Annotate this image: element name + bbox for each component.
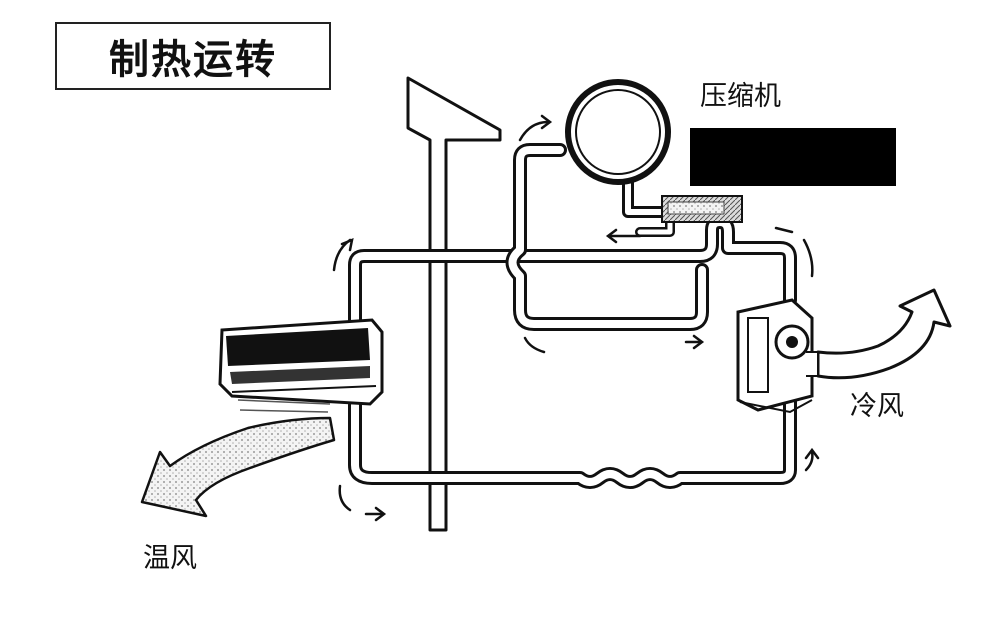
diagram-title: 制热运转 [109,37,277,83]
cold-air-label: 冷风 [850,391,904,422]
wall [406,76,502,532]
flow-arrow [804,447,820,460]
compressor [565,79,671,185]
refrigerant-piping [348,143,797,489]
four-way-valve [661,195,743,223]
flow-arrow [605,228,618,244]
outdoor-unit [736,298,814,414]
redaction-bar [690,128,896,186]
warm-air-label: 温风 [143,543,197,574]
flow-arrow [692,334,705,350]
flow-arrow [804,450,814,472]
flow-arrow [518,120,550,142]
indoor-unit [218,318,384,406]
flow-arrow [374,506,387,522]
flow-arrow [340,237,354,252]
flow-arrow [523,336,546,354]
flow-arrow [802,238,814,278]
warm-air-arrow [140,399,336,518]
title-box: 制热运转 [55,22,331,90]
compressor-label: 压缩机 [700,81,781,112]
flow-arrow [774,226,794,234]
flow-arrows [332,114,820,522]
flow-arrow [540,114,553,130]
flow-arrow [338,484,352,512]
cold-air-arrow [806,288,952,380]
